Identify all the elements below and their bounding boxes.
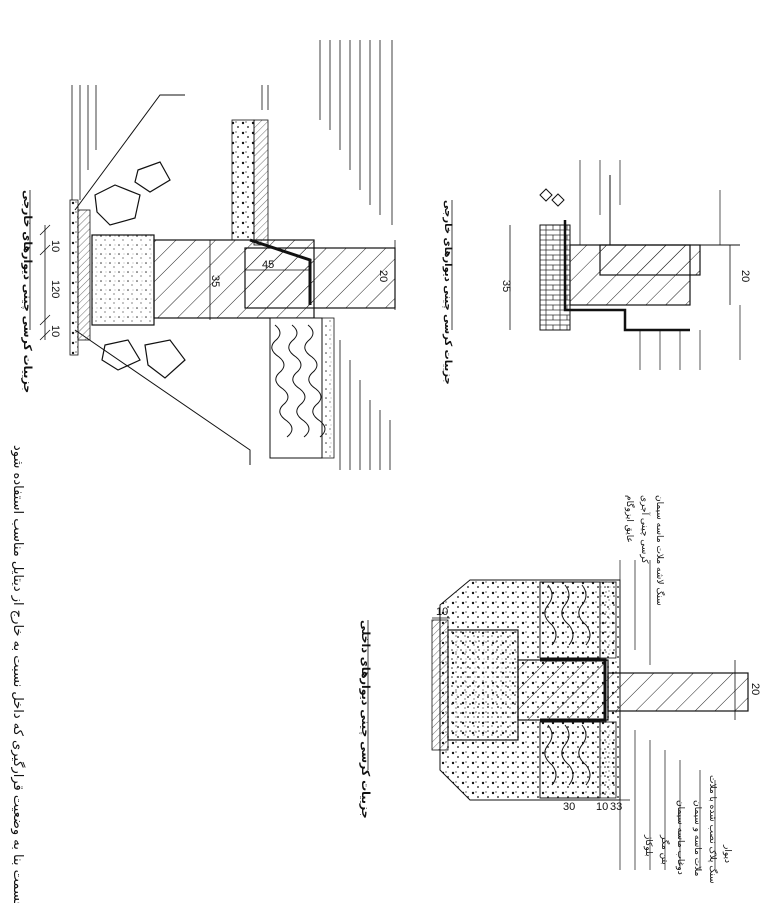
exterior-detail-title: جزییات کرسی چینی دیوارهای خارجی [21,190,34,393]
interior-detail-title: جزییات کرسی چینی دیوارهای داخلی [359,620,372,819]
exterior-small-detail: 35 20 جزییات کرسی چینی دیوارهای خارجی [442,160,751,385]
int-dim-30: 30 [563,801,575,813]
small-dim-20: 20 [739,270,751,282]
int-label-1: عایق ایزوگام [624,495,636,543]
int-label-3: سنگ لاشه ملات ماسه سیمان [654,495,666,606]
int-label-6: ملات ماسه و سیمان [692,800,702,877]
int-dim-10: 10 [596,801,608,813]
int-label-5: سنگ پلاک نصب شده با ملات [707,775,719,884]
int-label-4: دیوار [722,844,732,863]
ext-dim-10a: 10 [49,240,61,252]
ext-dim-35: 35 [209,275,221,287]
int-label-8: بتن مگر [659,834,671,865]
ext-dim-120: 120 [49,280,61,298]
interior-wall-detail: 20 30 10 33 10 عایق ایزوگام کرسی چینی آج… [359,495,761,884]
int-label-2: کرسی چینی آجری [639,495,651,564]
int-label-9: بلوکاژ [643,834,653,857]
general-note: در هر قسمت بنا به وضعیت قرارگیری که داخل… [10,445,26,903]
ext-dim-45: 45 [262,259,274,271]
exterior-wall-detail: 10 120 10 35 45 20 جزییات کرسی چینی دیوا… [21,40,396,470]
exterior-small-title: جزییات کرسی چینی دیوارهای خارجی [442,200,453,385]
small-dim-35: 35 [500,280,512,292]
int-dim-20: 20 [749,683,761,695]
int-label-7: دوغاب ماسه سیمان [675,800,685,875]
ext-dim-10b: 10 [49,325,61,337]
int-dim-33: 33 [610,801,622,813]
ext-dim-20: 20 [377,270,389,282]
int-dim-10-side: 10 [436,606,448,618]
